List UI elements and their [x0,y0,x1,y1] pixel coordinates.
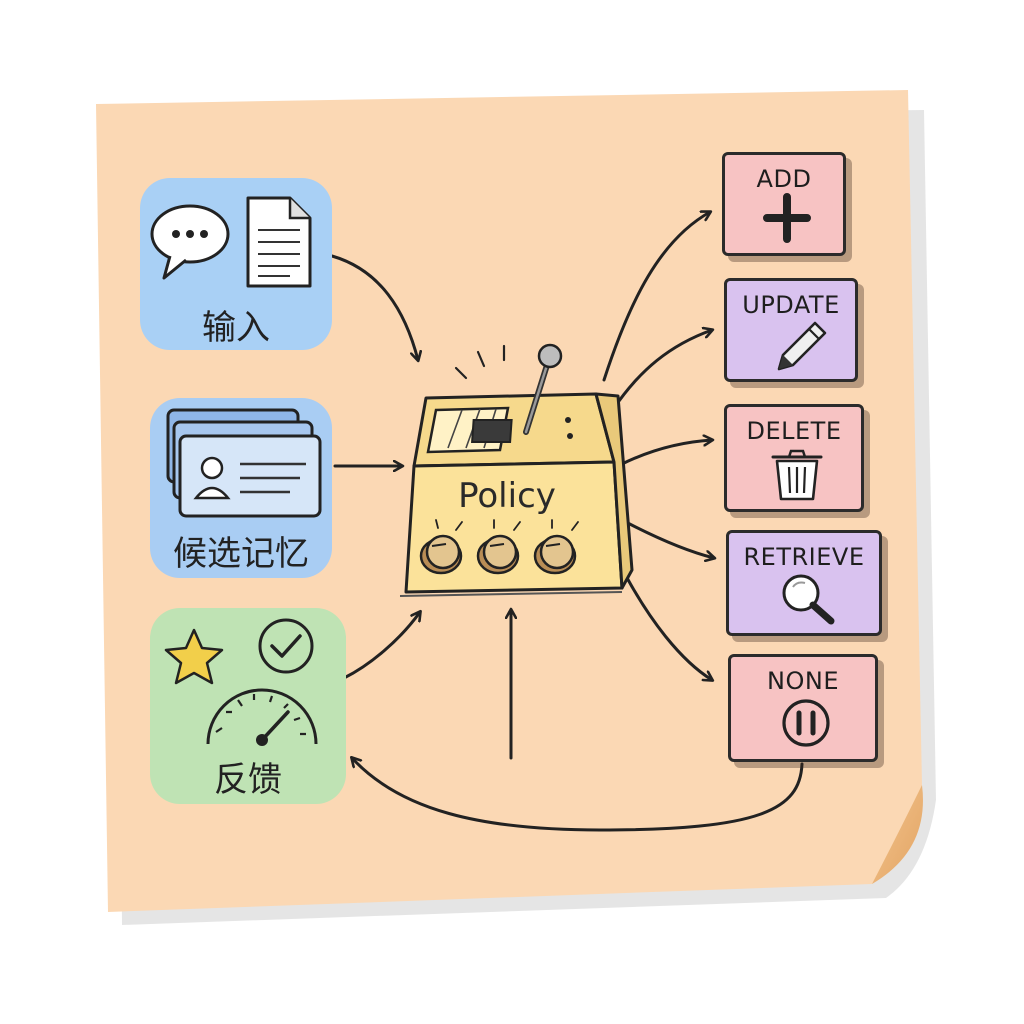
action-retrieve: RETRIEVE [726,530,882,636]
policy-machine-icon [399,343,634,597]
arrow-feedback-to-policy [342,612,420,680]
action-delete: DELETE [724,404,864,512]
arrow-input-to-policy [330,254,418,360]
arrow-none-to-feedback [352,758,804,832]
action-add-label: ADD [756,165,812,193]
star-check-gauge-icon [164,618,318,746]
trash-icon [771,449,823,501]
candidate-memory-label: 候选记忆 [173,534,309,574]
action-none: NONE [728,654,878,762]
arrow-to-none [624,574,712,680]
memory-cards-icon [166,408,322,518]
action-add: ADD [722,152,846,256]
candidate-memory-box: 候选记忆 [150,398,332,578]
pause-icon [782,699,830,747]
arrow-to-add [602,212,710,382]
input-label: 输入 [202,308,270,348]
arrow-to-delete [618,440,712,467]
note-curl [872,785,923,884]
action-none-label: NONE [767,667,839,695]
arrow-to-update [612,330,712,410]
feedback-box: 反馈 [150,608,346,804]
action-delete-label: DELETE [746,417,842,445]
magnifier-icon [782,574,835,625]
chat-document-icon [150,196,312,288]
input-box: 输入 [140,178,332,350]
policy-label: Policy [458,476,556,516]
feedback-label: 反馈 [214,760,282,800]
plus-icon [763,193,811,243]
action-update: UPDATE [724,278,858,382]
action-update-label: UPDATE [742,291,840,319]
action-retrieve-label: RETRIEVE [743,543,865,571]
arrow-to-retrieve [620,518,714,558]
pencil-icon [777,321,827,371]
